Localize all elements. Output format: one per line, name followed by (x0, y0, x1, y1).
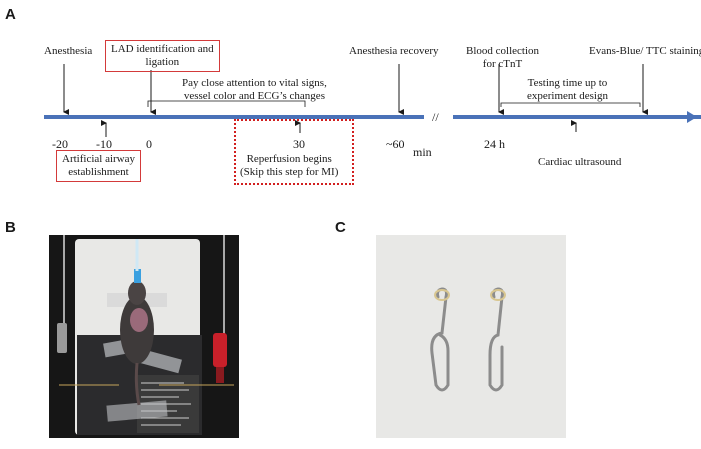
tick-24h: 24 h (484, 137, 505, 151)
reperfusion-line1: Reperfusion begins (246, 153, 332, 165)
testing-line1: Testing time up to (527, 77, 608, 89)
airway-label-box: Artificial airway establishment (56, 150, 141, 182)
lad-label-line2: ligation (145, 56, 180, 68)
right-retractor (488, 287, 504, 392)
attention-bracket (147, 100, 306, 107)
left-retractor (430, 287, 450, 392)
mouse-surgery-illustration (57, 235, 234, 435)
panel-label-b: B (5, 219, 16, 236)
tick-zero: 0 (146, 137, 152, 151)
reperfusion-dotted-box (234, 119, 354, 185)
tick-30: 30 (293, 137, 305, 151)
reperfusion-line2: (Skip this step for MI) (240, 166, 339, 178)
tick-60: ~60 (386, 137, 405, 151)
reperfusion-label: Reperfusion begins (Skip this step for M… (240, 153, 338, 179)
attention-line1: Pay close attention to vital signs, (182, 77, 327, 89)
retractor-illustration (430, 287, 506, 392)
anesthesia-label: Anesthesia (44, 45, 93, 57)
tick-min-unit: min (413, 145, 432, 159)
tick-minus-10: -10 (96, 137, 112, 151)
timeline-arrowhead (687, 111, 697, 123)
blood-label: Blood collection for cTnT (466, 45, 539, 71)
testing-bracket (500, 102, 641, 107)
retractor-photo (376, 235, 566, 438)
ultrasound-label: Cardiac ultrasound (538, 156, 622, 168)
airway-line2: establishment (68, 166, 129, 178)
lad-label-box: LAD identification and ligation (105, 40, 220, 72)
recovery-label: Anesthesia recovery (349, 45, 439, 57)
axis-break-mark: // (432, 110, 439, 124)
tick-minus-20: -20 (52, 137, 68, 151)
testing-label: Testing time up to experiment design (527, 77, 608, 103)
airway-line1: Artificial airway (62, 153, 135, 165)
blood-line1: Blood collection (466, 45, 540, 57)
mouse-surgery-photo (49, 235, 239, 438)
panel-label-a: A (5, 6, 16, 23)
evans-label: Evans-Blue/ TTC staining (589, 45, 701, 57)
lad-label-line1: LAD identification and (111, 43, 214, 55)
attention-label: Pay close attention to vital signs, vess… (182, 77, 327, 103)
panel-label-c: C (335, 219, 346, 236)
blood-line2: for cTnT (482, 58, 523, 70)
attention-line2: vessel color and ECG’s changes (183, 90, 325, 102)
testing-line2: experiment design (527, 90, 608, 102)
